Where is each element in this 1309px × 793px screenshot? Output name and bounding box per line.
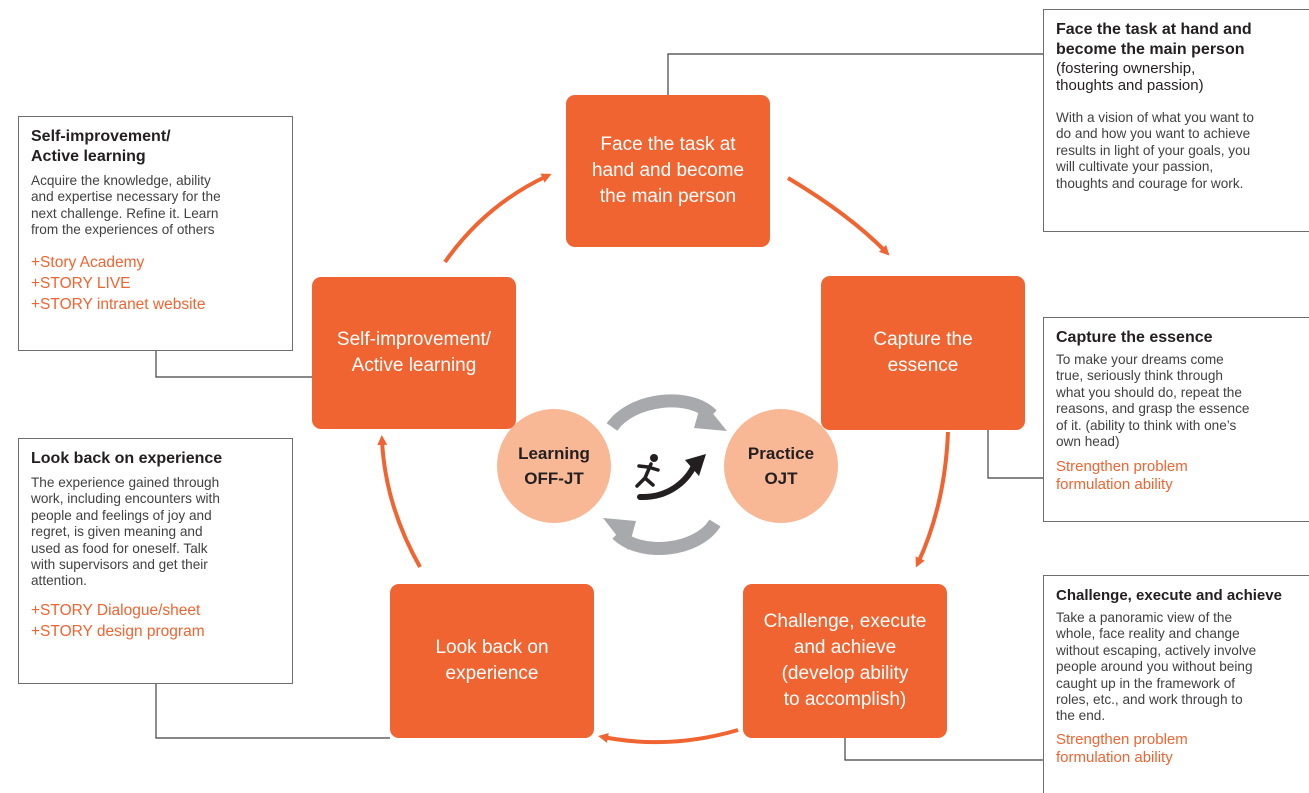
info-box-body: With a vision of what you want to do and… [1056,110,1254,191]
connector-capture [987,430,1043,479]
info-box-title: Look back on experience [31,450,223,467]
info-box-look-back: Look back on experience The experience g… [18,438,293,684]
link-strengthen-problem-formulation[interactable]: Strengthen problem formulation ability [1056,458,1188,494]
link-story-dialogue-sheet[interactable]: +STORY Dialogue/sheet [31,601,201,619]
arrow-face-to-capture [786,176,890,256]
connector-self [155,350,312,378]
info-box-body: To make your dreams come true, seriously… [1056,352,1250,450]
info-box-title: Challenge, execute and achieve [1056,587,1282,604]
info-box-title: Face the task at hand and become the mai… [1056,21,1252,58]
connector-face [667,53,1043,95]
info-box-body: The experience gained through work, incl… [31,475,220,589]
arrow-self-to-face [443,173,552,264]
stage-capture-the-essence: Capture the essence [821,276,1025,430]
info-box-subtitle: (fostering ownership, thoughts and passi… [1056,60,1204,94]
link-story-live[interactable]: +STORY LIVE [31,274,131,292]
arrow-lookback-to-self [377,435,422,568]
link-story-intranet-website[interactable]: +STORY intranet website [31,295,206,313]
stage-self-improvement: Self-improvement/ Active learning [312,277,516,429]
running-person-icon [635,454,706,501]
link-story-academy[interactable]: +Story Academy [31,253,145,271]
stage-face-the-task: Face the task at hand and become the mai… [566,95,770,247]
circle-learning-off-jt: Learning OFF-JT [497,409,611,523]
info-box-body: Take a panoramic view of the whole, face… [1056,610,1257,724]
stage-look-back-on-experience: Look back on experience [390,584,594,738]
cycle-arrow-top-head [694,400,727,431]
arrow-capture-to-challenge [915,431,950,568]
info-box-face-the-task: Face the task at hand and become the mai… [1043,9,1309,232]
stage-challenge-execute-achieve: Challenge, execute and achieve (develop … [743,584,947,738]
cycle-arrow-bottom-head [603,518,636,550]
link-story-design-program[interactable]: +STORY design program [31,622,205,640]
info-box-self-improvement: Self-improvement/ Active learning Acquir… [18,116,293,351]
connector-challenge [844,738,1043,761]
circle-practice-ojt: Practice OJT [724,409,838,523]
connector-lookback [155,683,390,739]
info-box-challenge: Challenge, execute and achieve Take a pa… [1043,575,1309,793]
info-box-capture-the-essence: Capture the essence To make your dreams … [1043,317,1309,522]
arrow-challenge-to-lookback [598,728,739,745]
link-strengthen-problem-formulation[interactable]: Strengthen problem formulation ability [1056,730,1188,766]
info-box-title: Self-improvement/ Active learning [31,128,171,165]
info-box-body: Acquire the knowledge, ability and exper… [31,173,221,238]
info-box-title: Capture the essence [1056,329,1213,346]
